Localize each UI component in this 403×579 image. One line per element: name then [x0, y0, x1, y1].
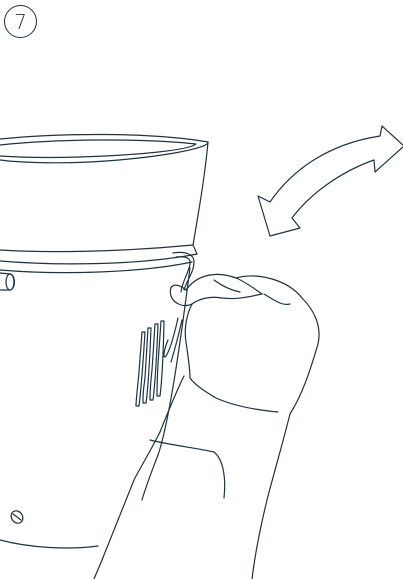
- rotate-double-arrow-icon: [258, 126, 403, 236]
- sleeve-fold: [150, 440, 225, 498]
- container-side-peg-cap: [6, 274, 14, 290]
- container-right-wall: [193, 142, 208, 245]
- screw-icon: [9, 509, 25, 526]
- hand: [94, 274, 319, 579]
- hand-back: [186, 274, 319, 414]
- step-number: 7: [14, 12, 27, 32]
- hand-crease: [264, 294, 290, 304]
- hand-finger-2: [214, 280, 240, 292]
- forearm-lower: [252, 414, 290, 579]
- sleeve-cuff: [94, 432, 160, 579]
- container-band-top: [0, 245, 193, 252]
- hand-palm-edge: [190, 378, 278, 412]
- vent-slots: [136, 321, 164, 406]
- container-band-bottom: [0, 254, 197, 264]
- step-number-badge: 7: [4, 5, 37, 38]
- hand-finger-1: [192, 294, 262, 304]
- hand-finger-4: [185, 304, 192, 378]
- container-band-edge: [193, 245, 197, 254]
- container-rim-outer: [0, 134, 208, 162]
- forearm-upper: [160, 376, 184, 432]
- container-bottom: [0, 540, 98, 548]
